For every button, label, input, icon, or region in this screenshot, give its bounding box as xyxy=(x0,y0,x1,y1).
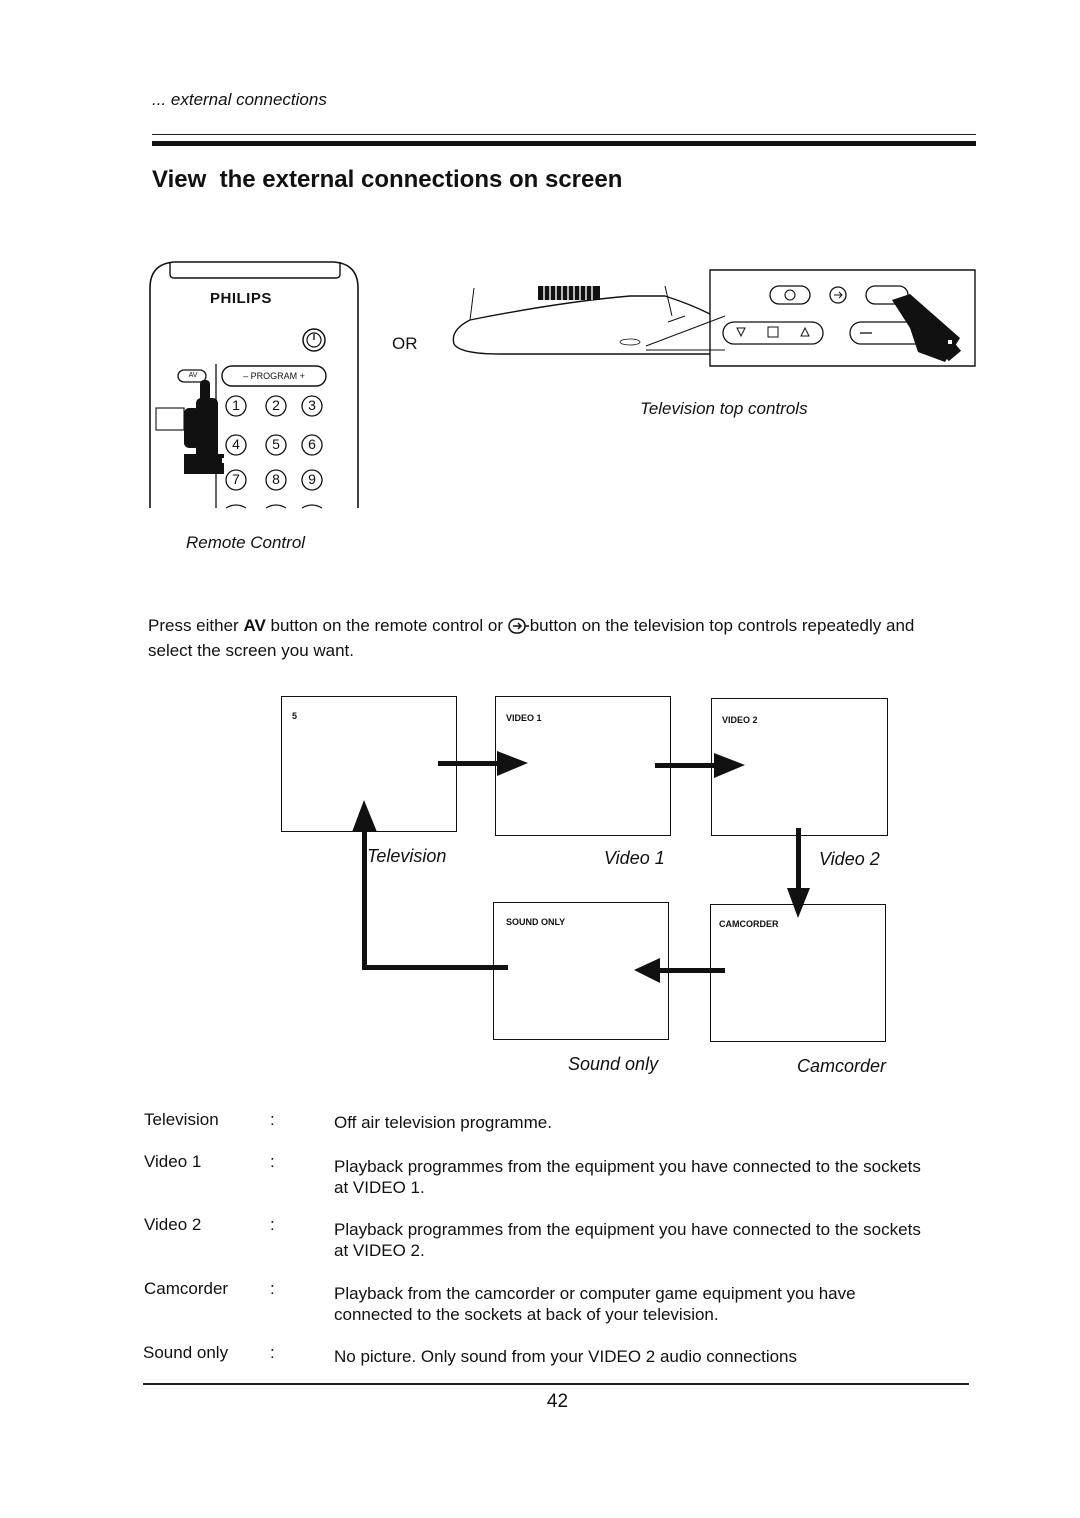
pointing-hand-icon xyxy=(184,380,224,474)
remote-brand: PHILIPS xyxy=(210,290,272,307)
page-number: 42 xyxy=(546,1391,569,1412)
screen-video2: VIDEO 2 xyxy=(711,698,888,836)
def-text-video2: Playback programmes from the equipment y… xyxy=(334,1220,921,1260)
def-colon-sound-only: : xyxy=(270,1343,275,1362)
remote-key-4[interactable]: 4 xyxy=(232,436,240,452)
screen-television: 5 xyxy=(281,696,457,832)
remote-av-button[interactable]: AV xyxy=(188,372,198,379)
def-term-camcorder: Camcorder xyxy=(144,1279,229,1298)
remote-key-7[interactable]: 7 xyxy=(232,471,240,487)
page-title: View the external connections on screen xyxy=(152,166,623,193)
instruction-part2: button on the remote control or xyxy=(265,616,508,635)
arrow-camcorder-to-sound xyxy=(634,958,725,983)
def-colon-video1: : xyxy=(270,1152,275,1171)
tv-controls-caption: Television top controls xyxy=(640,399,808,418)
def-colon-video2: : xyxy=(270,1215,275,1234)
label-sound-only: Sound only xyxy=(568,1054,659,1074)
def-text-video1: Playback programmes from the equipment y… xyxy=(334,1157,921,1197)
def-colon-television: : xyxy=(270,1110,275,1129)
arrow-video2-to-camcorder xyxy=(787,828,810,918)
remote-key-8[interactable]: 8 xyxy=(272,471,280,487)
or-label: OR xyxy=(392,334,418,353)
screen-camcorder: CAMCORDER xyxy=(710,904,886,1042)
footer-rule xyxy=(143,1383,969,1385)
remote-program-rocker[interactable]: – PROGRAM + xyxy=(243,371,305,381)
remote-caption: Remote Control xyxy=(186,533,306,552)
instruction-part3: button on the television top controls re… xyxy=(148,616,915,660)
arrow-video1-to-video2 xyxy=(655,753,745,778)
screen-video1: VIDEO 1 xyxy=(495,696,671,836)
remote-key-3[interactable]: 3 xyxy=(308,397,316,413)
header-rule-thin xyxy=(152,134,976,135)
label-video2: Video 2 xyxy=(819,849,880,869)
arrow-tv-to-video1 xyxy=(438,751,528,776)
instruction-text: Press either AV button on the remote con… xyxy=(148,615,938,662)
remote-control-illustration: PHILIPS AV – PROGRAM + 1 2 3 4 5 6 7 8 9 xyxy=(146,258,362,512)
label-television: Television xyxy=(367,846,447,866)
remote-key-1[interactable]: 1 xyxy=(232,397,240,413)
def-term-video1: Video 1 xyxy=(144,1152,202,1171)
pointing-hand-icon xyxy=(892,294,962,362)
remote-key-9[interactable]: 9 xyxy=(308,471,316,487)
def-colon-camcorder: : xyxy=(270,1279,275,1298)
remote-key-6[interactable]: 6 xyxy=(308,436,316,452)
def-text-television: Off air television programme. xyxy=(334,1113,552,1132)
arrow-sound-to-tv xyxy=(352,800,508,970)
label-video1: Video 1 xyxy=(604,848,665,868)
screen-osd-video1: VIDEO 1 xyxy=(506,713,542,723)
remote-outline xyxy=(149,261,359,509)
screen-osd-video2: VIDEO 2 xyxy=(722,715,758,725)
def-text-camcorder: Playback from the camcorder or computer … xyxy=(334,1284,856,1324)
label-camcorder: Camcorder xyxy=(797,1056,887,1076)
header-rule-thick xyxy=(152,141,976,146)
av-input-icon xyxy=(507,618,530,640)
screen-osd-television: 5 xyxy=(292,711,298,721)
def-term-television: Television xyxy=(144,1110,219,1129)
tv-top-controls-illustration xyxy=(440,266,985,376)
breadcrumb: ... external connections xyxy=(152,90,327,109)
screen-osd-sound-only: SOUND ONLY xyxy=(506,917,566,927)
remote-key-2[interactable]: 2 xyxy=(272,397,280,413)
instruction-av: AV xyxy=(243,616,266,635)
instruction-part1: Press either xyxy=(148,616,244,635)
def-term-video2: Video 2 xyxy=(144,1215,202,1234)
tv-controls-drawing xyxy=(452,269,976,367)
def-term-sound-only: Sound only xyxy=(143,1343,229,1362)
remote-key-5[interactable]: 5 xyxy=(272,436,280,452)
screen-osd-camcorder: CAMCORDER xyxy=(719,919,779,929)
def-text-sound-only: No picture. Only sound from your VIDEO 2… xyxy=(334,1347,798,1366)
